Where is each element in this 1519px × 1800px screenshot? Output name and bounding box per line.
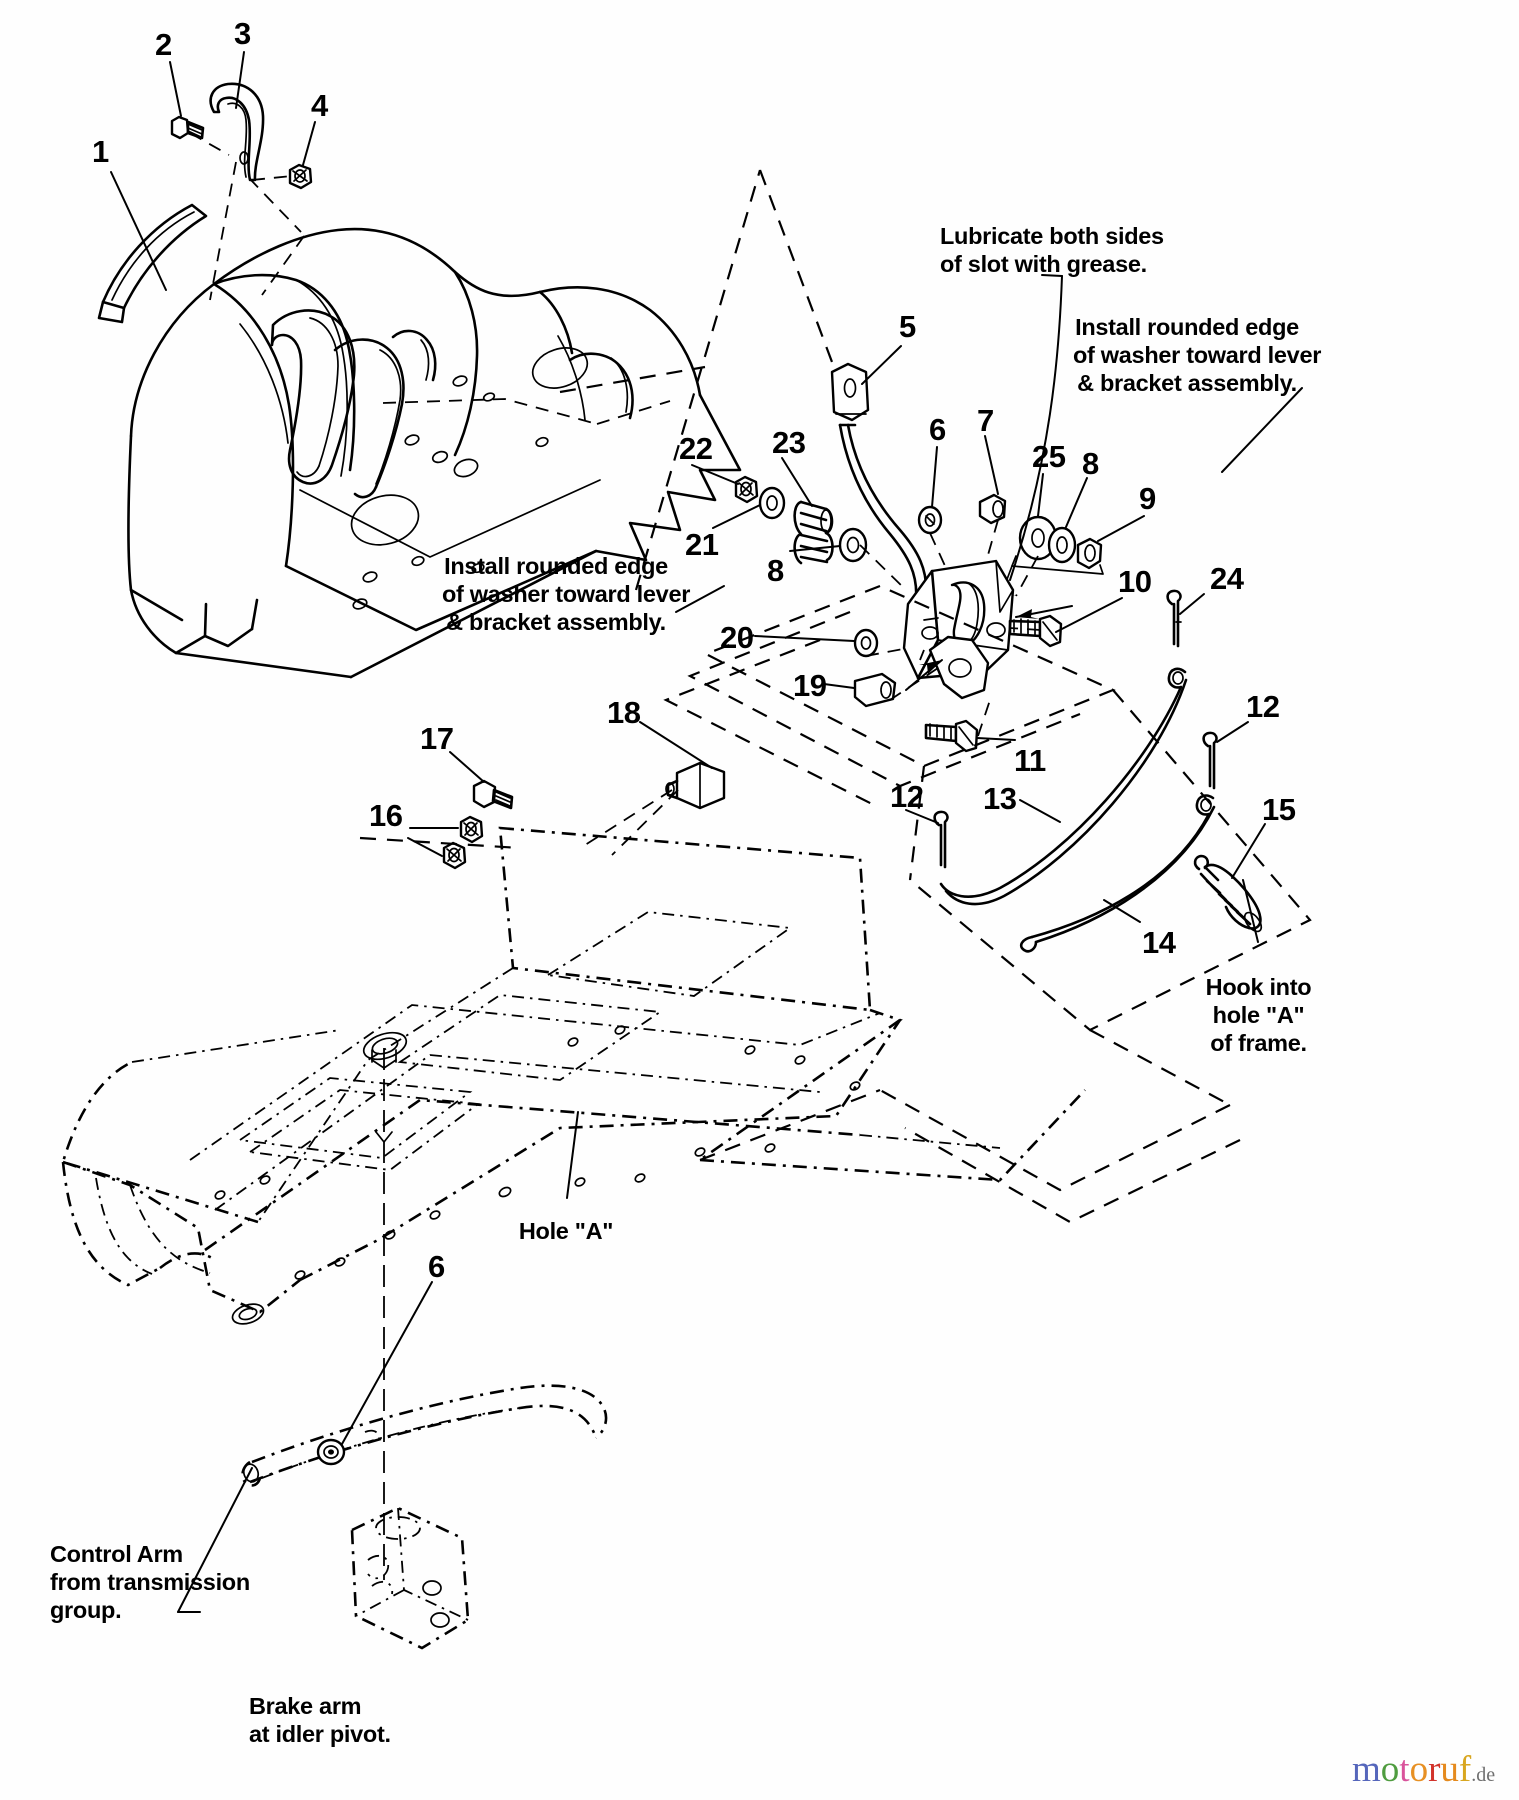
part-21-flat-washer: [758, 486, 786, 520]
callout-number: 5: [899, 309, 916, 344]
part-16-lock-nut-b: [442, 841, 467, 870]
callout-number: 12: [1246, 689, 1280, 724]
note-control-arm: Control Arm from transmission group.: [50, 1541, 250, 1624]
callout-number: 12: [890, 779, 924, 814]
part-13-brake-rod-upper: [939, 667, 1188, 906]
note-hole-a-label: Hole "A": [518, 1218, 614, 1244]
part-11-hex-bolt: [924, 719, 979, 753]
callout-number: 6: [929, 412, 946, 447]
callout-number: 20: [720, 620, 754, 655]
callout-number: 10: [1118, 564, 1152, 599]
callout-number: 18: [607, 695, 641, 730]
callout-number: 19: [793, 668, 827, 703]
part-17-shoulder-screw: [472, 779, 514, 810]
callout-number: 24: [1210, 561, 1244, 596]
motoruf-watermark: motoruf.de: [1352, 1748, 1495, 1791]
watermark-letter: f: [1458, 1749, 1472, 1790]
brake-arm-idler-pivot: [350, 1506, 470, 1650]
part-7-spacer: [978, 493, 1007, 525]
part-18-switch-block: [665, 761, 726, 810]
leader-lines: [110, 51, 1303, 1613]
exploded-locator-boxes: [359, 584, 1312, 1224]
part-22-hex-nut: [734, 475, 759, 504]
part-20-washer: [853, 628, 879, 658]
part-24-cotter-pin: [1166, 589, 1182, 648]
note-hook-into-hole-a: Hook into hole "A" of frame.: [1205, 974, 1312, 1057]
part-8-washer-right: [1047, 526, 1077, 564]
part-8-washer-left: [838, 527, 868, 563]
callout-number: 8: [1082, 446, 1099, 481]
part-9-bushing: [1076, 537, 1103, 570]
part-15-extension-spring: [1193, 854, 1263, 933]
callout-number: 4: [311, 88, 328, 123]
callout-number: 17: [420, 721, 454, 756]
callout-number: 1: [92, 134, 109, 169]
callout-number: 14: [1142, 925, 1176, 960]
part-1-trim-strip: [97, 203, 208, 324]
note-lubricate-slot: Lubricate both sides of slot with grease…: [940, 223, 1164, 278]
watermark-suffix: .de: [1471, 1764, 1496, 1786]
callout-number: 13: [983, 781, 1017, 816]
watermark-letter: r: [1428, 1749, 1441, 1790]
callout-number: 21: [685, 527, 719, 562]
part-16-lock-nut-a: [459, 815, 484, 844]
part-6-bushing-upper: [917, 505, 943, 535]
part-23-compression-spring: [793, 500, 834, 565]
watermark-letter: u: [1440, 1749, 1459, 1790]
callout-number: 11: [1014, 743, 1046, 778]
callout-number: 25: [1032, 439, 1066, 474]
part-14-brake-rod-lower: [1019, 794, 1216, 953]
callout-number: 7: [977, 403, 994, 438]
part-12-cotter-pin-right: [1202, 731, 1218, 790]
part-10-hex-bolt: [1008, 614, 1063, 648]
callout-number: 23: [772, 425, 806, 460]
callout-number: 3: [234, 16, 251, 51]
watermark-letter: m: [1352, 1749, 1381, 1790]
note-brake-arm: Brake arm at idler pivot.: [249, 1693, 391, 1748]
watermark-letter: t: [1399, 1749, 1410, 1790]
callout-number: 22: [679, 431, 713, 466]
control-arm-from-transmission: [241, 1384, 608, 1487]
callout-number: 6: [428, 1249, 445, 1284]
watermark-letter: o: [1409, 1749, 1429, 1790]
callout-number: 16: [369, 798, 403, 833]
hood-dash-assembly: [127, 227, 742, 679]
callout-number: 8: [767, 553, 784, 588]
watermark-letter: o: [1380, 1749, 1400, 1790]
part-12-cotter-pin-left: [933, 810, 949, 869]
note-install-washer-left: Install rounded edge of washer toward le…: [442, 553, 691, 636]
tractor-frame-phantom: [61, 826, 1086, 1580]
callout-number: 15: [1262, 792, 1296, 827]
callout-number: 2: [155, 27, 172, 62]
part-19-spacer-tube: [853, 672, 897, 708]
part-4-flange-nut: [288, 163, 313, 190]
callout-number: 9: [1139, 481, 1156, 516]
part-2-bolt: [170, 115, 205, 140]
note-install-washer-right: Install rounded edge of washer toward le…: [1073, 314, 1322, 397]
